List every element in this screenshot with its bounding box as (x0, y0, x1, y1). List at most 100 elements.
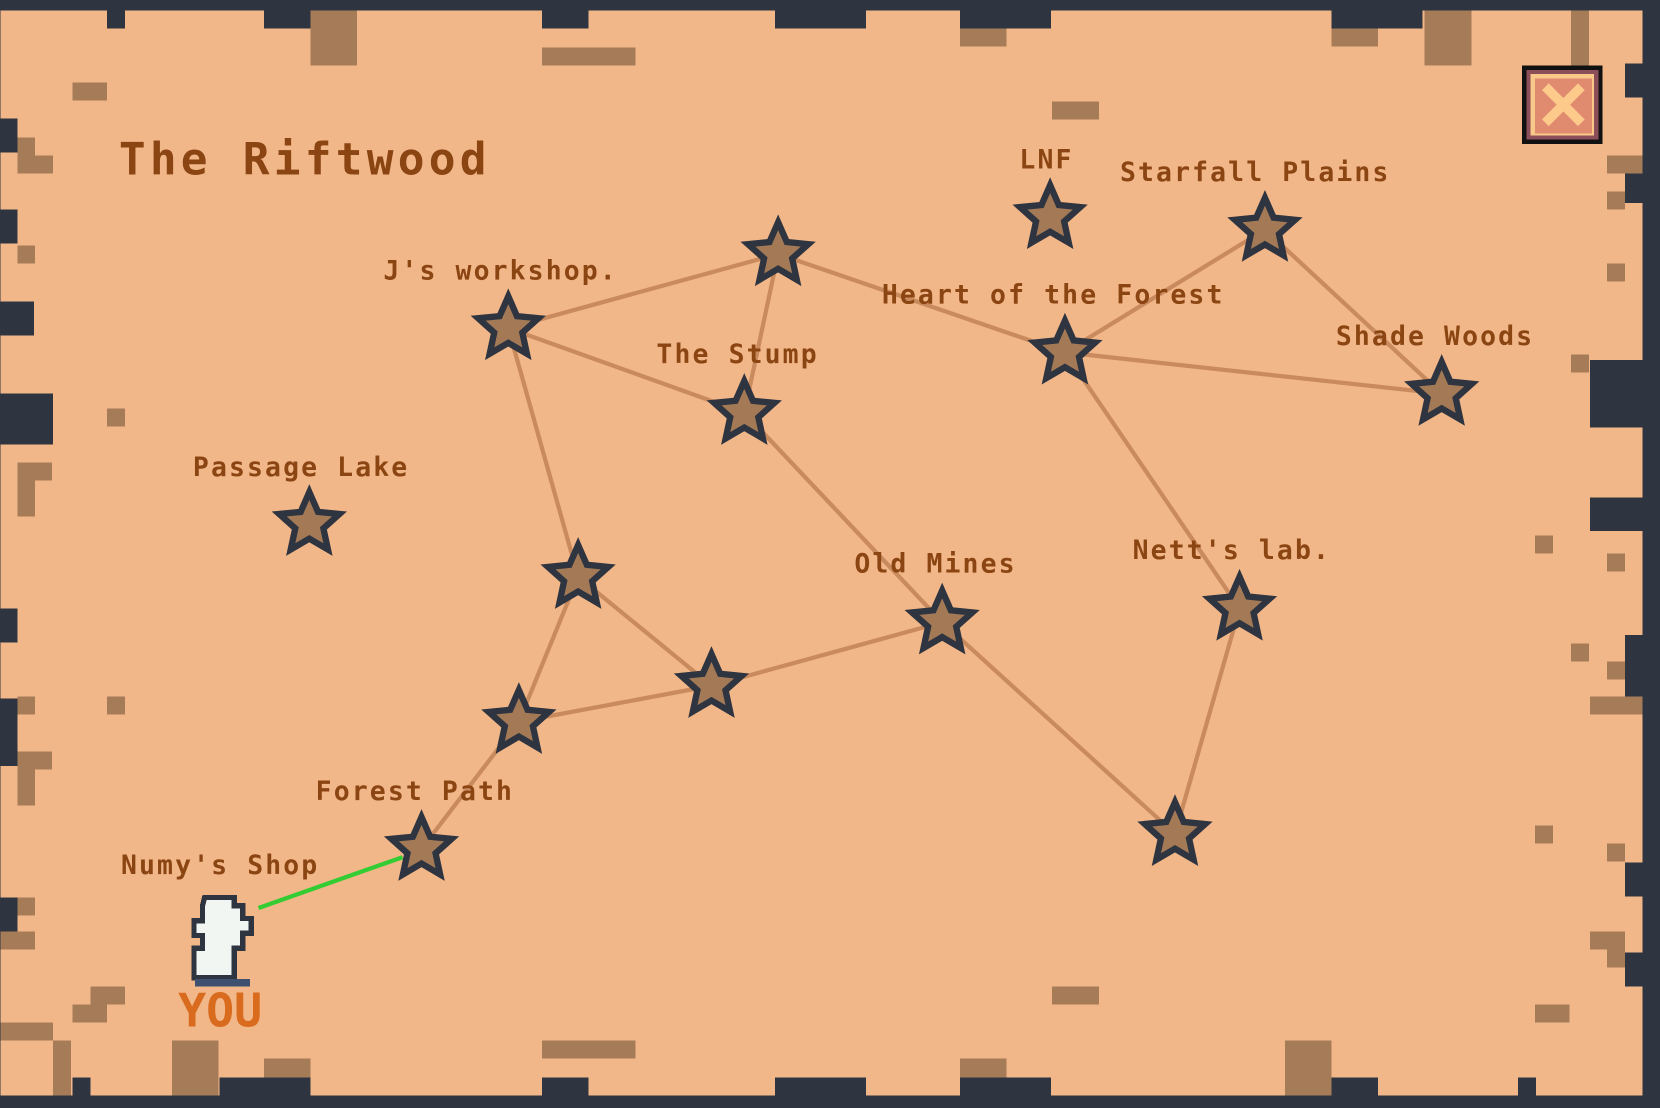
terrain-block (1424, 10, 1472, 66)
terrain-block (53, 1040, 72, 1096)
location-label-starfall-plains: Starfall Plains (1120, 157, 1390, 188)
location-star-old-mines[interactable] (904, 582, 980, 655)
terrain-block (17, 137, 36, 174)
border-segment (1517, 1077, 1536, 1096)
terrain-block (17, 245, 36, 264)
terrain-block (542, 1040, 636, 1059)
terrain-block (107, 696, 126, 715)
location-star-waypoint-8[interactable] (540, 537, 616, 609)
border-segment (774, 1077, 866, 1096)
location-label-shade-woods: Shade Woods (1336, 321, 1534, 352)
terrain-block (1285, 1040, 1332, 1096)
location-label-passage-lake: Passage Lake (193, 452, 409, 483)
path-connection (710, 620, 943, 688)
path-connection (507, 251, 779, 331)
path-connection (506, 327, 581, 578)
border-segment (542, 10, 589, 29)
terrain-block (1606, 949, 1625, 968)
terrain-block (310, 10, 357, 66)
border-segment (0, 301, 35, 336)
terrain-block (263, 1058, 311, 1078)
location-star-starfall-plains[interactable] (1227, 189, 1303, 262)
terrain-block (17, 769, 36, 806)
close-x-icon (1542, 83, 1585, 127)
terrain-block (72, 82, 108, 101)
border-segment (263, 10, 311, 29)
border-segment (0, 209, 18, 244)
map-title: The Riftwood (119, 135, 491, 186)
terrain-block (1589, 696, 1643, 715)
path-connection (507, 326, 745, 415)
terrain-block (960, 28, 1007, 47)
border-segment (1589, 359, 1643, 428)
border-segment (1331, 1077, 1379, 1096)
location-star-heart-of-the-forest[interactable] (1027, 312, 1103, 385)
terrain-block (1570, 643, 1589, 662)
location-star-waypoint-14[interactable] (1137, 794, 1213, 867)
location-star-waypoint-1[interactable] (740, 214, 816, 287)
player-you-label: YOU (178, 984, 262, 1038)
border-segment (1624, 952, 1643, 987)
active-route-line (257, 855, 404, 910)
border-segment (1642, 0, 1660, 1108)
border-segment (960, 10, 1052, 29)
terrain-block (1606, 263, 1625, 282)
location-markers (271, 177, 1480, 881)
path-connection (940, 620, 1177, 836)
location-star-forest-path[interactable] (383, 809, 460, 881)
location-label-heart-of-the-forest: Heart of the Forest (882, 280, 1225, 311)
terrain-block (35, 155, 54, 174)
terrain-blocks (0, 10, 1643, 1096)
location-label-forest-path: Forest Path (316, 776, 514, 807)
path-connection (1263, 228, 1444, 396)
border-segment (0, 608, 18, 643)
terrain-block (1534, 825, 1553, 844)
border-segment (0, 0, 1660, 11)
border-segment (72, 1077, 91, 1096)
location-label-the-stump: The Stump (656, 339, 818, 370)
terrain-block (1052, 101, 1099, 120)
location-star-shade-woods[interactable] (1404, 354, 1480, 426)
terrain-block (17, 696, 36, 715)
border-segment (960, 1077, 1052, 1096)
terrain-block (1606, 155, 1643, 174)
border-segment (1624, 634, 1643, 703)
location-star-waypoint-11[interactable] (673, 646, 750, 718)
terrain-block (1534, 535, 1553, 554)
path-connection (777, 251, 1066, 355)
location-star-waypoint-12[interactable] (481, 682, 557, 754)
location-label-netts-lab: Nett's lab. (1133, 535, 1331, 566)
border-segment (0, 118, 18, 153)
location-label-numys-shop: Numy's Shop (121, 850, 319, 881)
terrain-block (17, 462, 53, 481)
location-star-passage-lake[interactable] (271, 484, 347, 556)
location-star-lnf[interactable] (1012, 177, 1088, 250)
location-label-lnf: LNF (1019, 144, 1073, 175)
terrain-block (107, 408, 126, 427)
path-connection (1172, 607, 1242, 835)
terrain-block (0, 1022, 54, 1041)
terrain-block (90, 986, 126, 1005)
player-marker[interactable] (191, 894, 254, 987)
border-segment (219, 1077, 311, 1096)
border-segment (107, 10, 126, 29)
location-star-nett-s-lab[interactable] (1201, 568, 1278, 641)
terrain-block (1589, 931, 1625, 950)
path-connection (576, 575, 713, 688)
location-star-j-s-workshop[interactable] (470, 288, 546, 361)
terrain-block (0, 931, 36, 950)
close-button[interactable] (1522, 65, 1603, 144)
border-segment (1624, 169, 1643, 204)
terrain-block (17, 897, 36, 916)
terrain-block (1570, 10, 1589, 66)
location-star-the-stump[interactable] (706, 373, 782, 445)
border-segment (1331, 10, 1423, 29)
border-segment (0, 698, 18, 767)
path-connection (1063, 227, 1267, 355)
terrain-block (1331, 28, 1379, 47)
path-connection (518, 683, 712, 724)
terrain-block (1052, 986, 1099, 1005)
